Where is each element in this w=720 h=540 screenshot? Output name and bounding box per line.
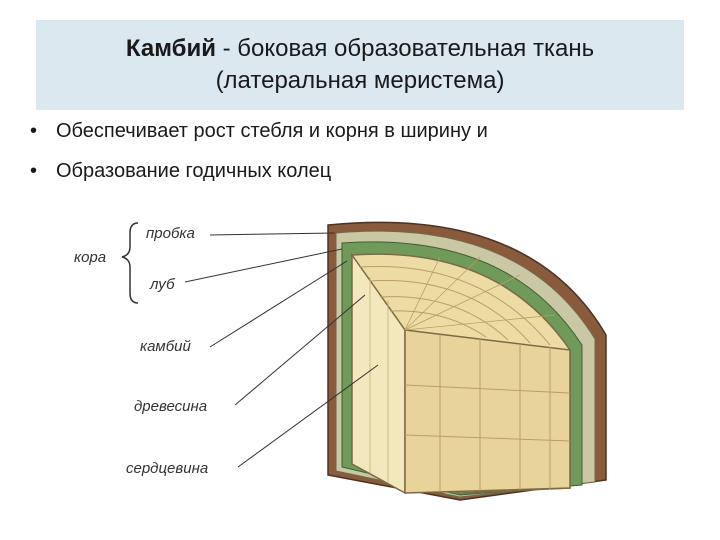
label-pith: сердцевина: [126, 460, 208, 477]
bullet-list: • Обеспечивает рост стебля и корня в шири…: [30, 118, 700, 198]
bullet-dot: •: [30, 160, 38, 182]
bullet-text: Образование годичных колец: [56, 160, 332, 182]
wood-rays: [404, 256, 556, 331]
label-wood: древесина: [134, 398, 207, 415]
title-line-1: Камбий - боковая образовательная ткань: [126, 33, 594, 65]
title-line-2: (латеральная меристема): [215, 67, 505, 94]
wood-front-face: [404, 329, 571, 494]
title-definition: - боковая образовательная ткань: [215, 35, 595, 62]
bark-bracket: [121, 222, 139, 304]
bullet-item: • Обеспечивает рост стебля и корня в шири…: [30, 118, 700, 144]
bullet-text: Обеспечивает рост стебля и корня в ширин…: [56, 120, 488, 142]
title-term: Камбий: [125, 35, 216, 62]
bullet-dot: •: [30, 120, 38, 142]
title-box: Камбий - боковая образовательная ткань (…: [36, 20, 684, 110]
label-cambium: камбий: [140, 338, 191, 355]
label-bast: луб: [149, 276, 175, 293]
wood-grain: [404, 335, 571, 492]
stem-cross-section-diagram: кора пробка луб камбий древесина сердцев…: [74, 221, 607, 501]
growth-rings: [359, 265, 551, 346]
bullet-item: • Образование годичных колец: [30, 158, 700, 184]
leader-lines: [184, 232, 379, 468]
label-bark: кора: [74, 249, 106, 266]
pith-grain: [369, 277, 389, 483]
label-cork: пробка: [146, 225, 195, 242]
